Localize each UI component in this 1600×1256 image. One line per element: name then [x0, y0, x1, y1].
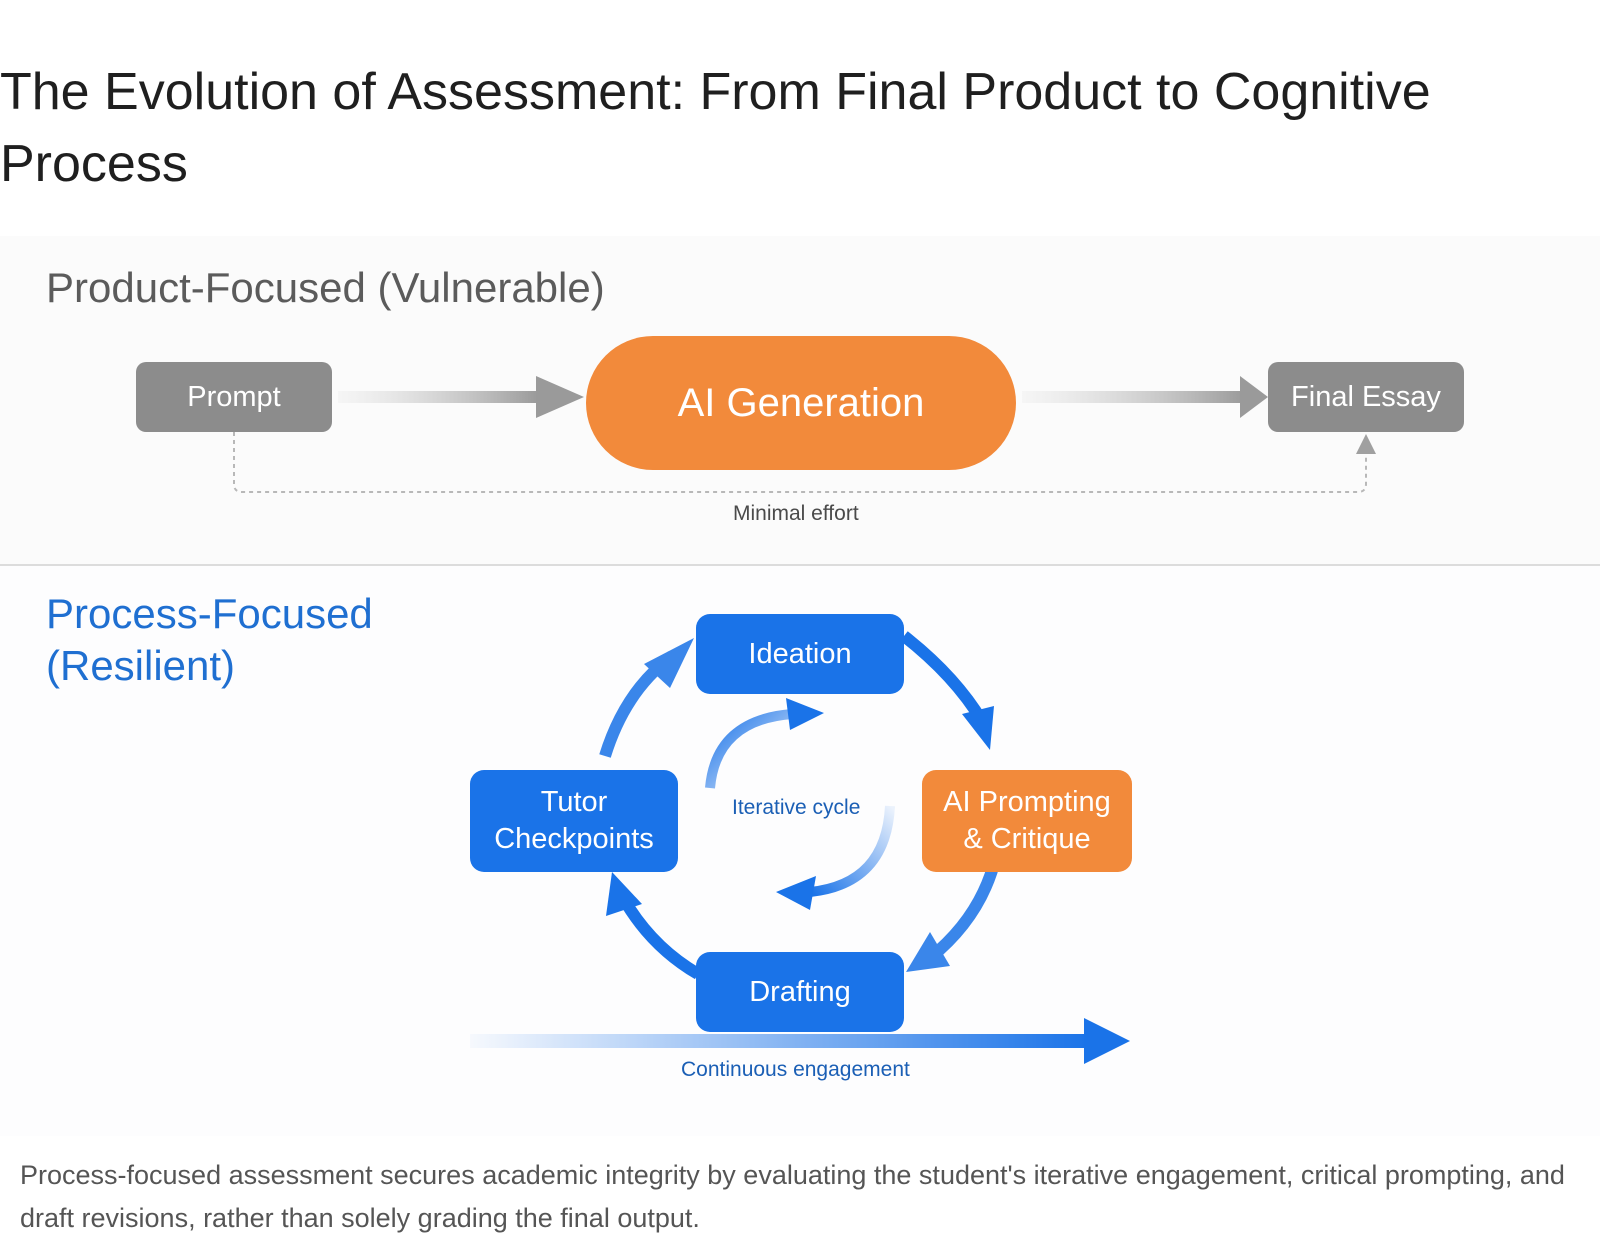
tutor-to-ideation-arrow — [599, 638, 694, 758]
ai-prompting-to-drafting-arrow — [906, 854, 1002, 972]
section-divider — [0, 564, 1600, 566]
ai-to-final-arrow — [1022, 376, 1268, 418]
continuous-engagement-label: Continuous engagement — [681, 1058, 910, 1081]
tutor-checkpoints-box: Tutor Checkpoints — [470, 770, 678, 872]
drafting-to-tutor-arrow — [606, 872, 702, 980]
page-title: The Evolution of Assessment: From Final … — [0, 63, 1431, 193]
prompt-to-ai-arrow — [338, 376, 584, 418]
prompt-box: Prompt — [136, 362, 332, 432]
drafting-box: Drafting — [696, 952, 904, 1032]
figure-caption: Process-focused assessment secures acade… — [20, 1160, 1565, 1233]
ideation-to-ai-prompting-arrow — [900, 631, 994, 750]
minimal-effort-label: Minimal effort — [733, 502, 859, 525]
product-focused-heading: Product-Focused (Vulnerable) — [46, 264, 605, 311]
ideation-box: Ideation — [696, 614, 904, 694]
final-essay-box: Final Essay — [1268, 362, 1464, 432]
assessment-diagram: Product-Focused (Vulnerable) Prompt AI G… — [0, 236, 1600, 1136]
iterative-cycle-label: Iterative cycle — [732, 796, 861, 819]
inner-cycle-arrow-top — [705, 698, 824, 789]
inner-cycle-arrow-bottom — [776, 805, 895, 910]
minimal-effort-loop — [233, 432, 1376, 493]
ai-generation-box: AI Generation — [586, 336, 1016, 470]
process-focused-heading: Process-Focused (Resilient) — [46, 590, 373, 689]
ai-prompting-critique-box: AI Prompting & Critique — [922, 770, 1132, 872]
continuous-engagement-arrow — [470, 1018, 1130, 1064]
diagram-connectors — [233, 376, 1376, 1064]
